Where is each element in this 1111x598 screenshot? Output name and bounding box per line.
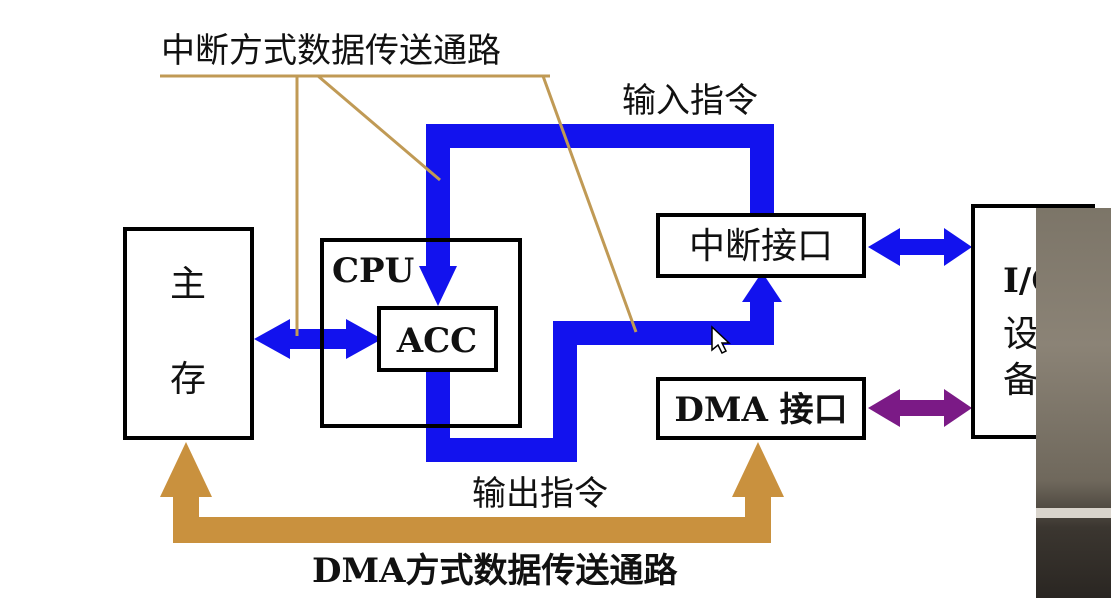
dma-interface-label: DMA 接口 — [674, 390, 847, 430]
main-memory-box: 主 存 — [123, 227, 254, 440]
dma-interface-box: DMA 接口 — [656, 377, 866, 440]
input-instruction-path — [419, 124, 774, 306]
dma-data-path — [160, 442, 784, 543]
main-memory-label-2: 存 — [170, 359, 206, 400]
memory-acc-double-arrow — [254, 319, 382, 359]
cpu-label: CPU — [332, 251, 414, 291]
output-instruction-path — [426, 272, 782, 462]
output-instruction-label: 输出指令 — [472, 474, 608, 514]
input-instruction-label: 输入指令 — [622, 81, 758, 121]
input-arrow-to-acc — [419, 266, 457, 306]
interrupt-interface-box: 中断接口 — [656, 213, 866, 278]
io-device-label-2: 设 — [1003, 314, 1039, 355]
interrupt-interface-label: 中断接口 — [689, 226, 833, 267]
acc-box: ACC — [377, 306, 498, 372]
dma-arrow-to-dma-interface — [732, 442, 784, 497]
dma-path-label: DMA方式数据传送通路 — [312, 551, 678, 591]
dma-arrow-to-memory — [160, 442, 212, 497]
interrupt-path-label: 中断方式数据传送通路 — [161, 31, 501, 71]
mouse-cursor-icon — [711, 325, 731, 355]
acc-label: ACC — [396, 321, 478, 361]
video-overlay-image — [1036, 208, 1111, 598]
main-memory-label-1: 主 — [170, 264, 206, 305]
output-arrow-to-interrupt-interface — [742, 272, 782, 302]
dma-io-double-arrow — [868, 389, 972, 427]
interrupt-path-leader-lines — [160, 74, 638, 336]
interrupt-io-double-arrow — [868, 228, 972, 266]
cpu-box: CPU — [320, 238, 522, 428]
io-device-label-3: 备 — [1003, 360, 1039, 401]
